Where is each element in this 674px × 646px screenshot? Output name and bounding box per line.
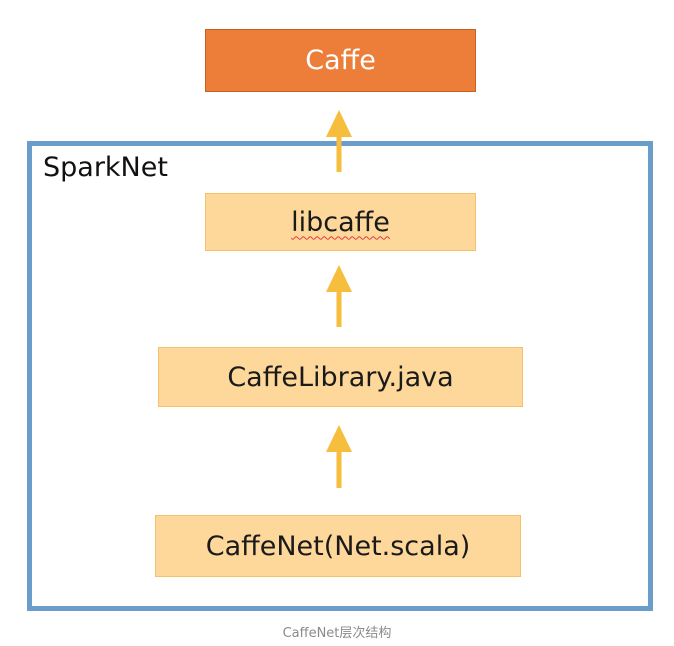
caffelibrary-java-label: CaffeLibrary.java <box>227 361 454 393</box>
caffe-box-label: Caffe <box>305 45 376 76</box>
diagram: Caffe SparkNet libcaffe CaffeLibrary.jav… <box>27 29 653 611</box>
libcaffe-box: libcaffe <box>205 193 476 251</box>
figure-caption: CaffeNet层次结构 <box>282 626 392 641</box>
caffe-box: Caffe <box>205 29 476 92</box>
caffelibrary-java-box: CaffeLibrary.java <box>158 347 523 407</box>
sparknet-label: SparkNet <box>43 152 168 183</box>
caffenet-label: CaffeNet(Net.scala) <box>205 530 471 562</box>
libcaffe-label: libcaffe <box>291 206 390 238</box>
caffenet-box: CaffeNet(Net.scala) <box>155 515 521 577</box>
